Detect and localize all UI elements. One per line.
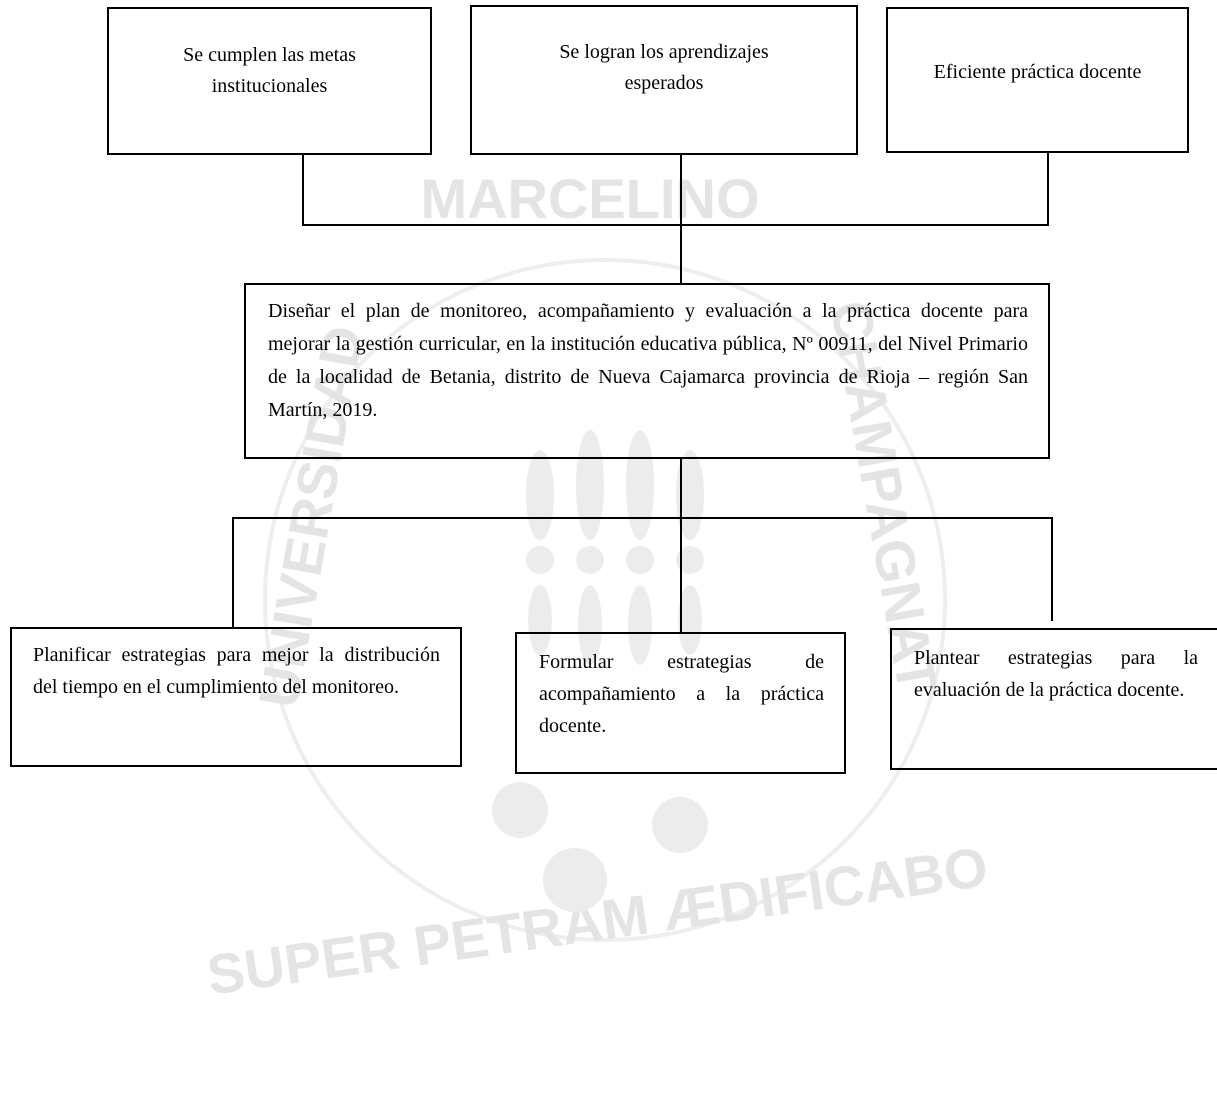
connector-objective-down	[680, 457, 682, 632]
effect-box-goals: Se cumplen las metas institucionales	[107, 7, 432, 155]
connector-effect-right	[1047, 153, 1049, 225]
effect-teaching-text: Eficiente práctica docente	[933, 60, 1142, 83]
connector-means-horizontal	[232, 517, 1052, 519]
connector-means-left	[232, 517, 234, 627]
means-planning-text: Planificar estrategias para mejor la dis…	[33, 644, 440, 698]
watermark-top-text: MARCELINO	[420, 167, 759, 230]
means-box-accompaniment: Formular estrategias de acompañamiento a…	[515, 632, 846, 774]
connector-means-right	[1051, 517, 1053, 621]
connector-effect-left	[302, 153, 304, 225]
means-accompaniment-text: Formular estrategias de acompañamiento a…	[539, 651, 824, 737]
objective-text: Diseñar el plan de monitoreo, acompañami…	[268, 300, 1028, 421]
effect-goals-text: Se cumplen las metas institucionales	[183, 44, 356, 97]
effect-box-learning: Se logran los aprendizajes esperados	[470, 5, 858, 155]
means-box-planning: Planificar estrategias para mejor la dis…	[10, 627, 462, 767]
connector-effects-horizontal	[302, 224, 1049, 226]
objective-box: Diseñar el plan de monitoreo, acompañami…	[244, 283, 1050, 459]
connector-effect-center	[680, 153, 682, 285]
means-box-evaluation: Plantear estrategias para la evaluación …	[890, 628, 1217, 770]
effect-learning-text: Se logran los aprendizajes esperados	[559, 40, 769, 94]
means-evaluation-text: Plantear estrategias para la evaluación …	[914, 647, 1198, 701]
watermark-bottom-text: SUPER PETRAM ÆDIFICABO	[203, 835, 991, 1007]
effect-box-teaching: Eficiente práctica docente	[886, 7, 1189, 153]
